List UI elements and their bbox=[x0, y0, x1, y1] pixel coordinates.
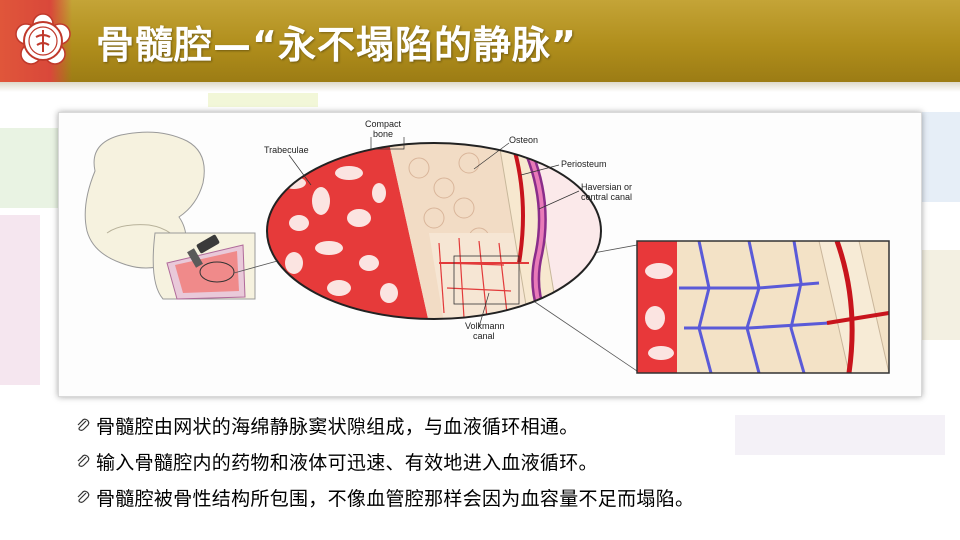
bullet-text: 骨髓腔被骨性结构所包围，不像血管腔那样会因为血容量不足而塌陷。 bbox=[96, 487, 695, 510]
label-haversian-canal: central canal bbox=[581, 192, 632, 202]
bone-anatomy-illustration: Compact bone Trabeculae Osteon Periosteu… bbox=[84, 119, 890, 374]
bullet-list: 骨髓腔由网状的海绵静脉窦状隙组成，与血液循环相通。 输入骨髓腔内的药物和液体可迅… bbox=[70, 407, 950, 515]
paperclip-icon bbox=[70, 414, 96, 436]
label-periosteum: Periosteum bbox=[561, 159, 607, 169]
label-volkmann-canal: canal bbox=[473, 331, 495, 341]
paperclip-icon bbox=[70, 450, 96, 472]
bullet-text: 骨髓腔由网状的海绵静脉窦状隙组成，与血液循环相通。 bbox=[96, 415, 579, 438]
bone-anatomy-figure: Compact bone Trabeculae Osteon Periosteu… bbox=[58, 112, 922, 397]
background-block bbox=[922, 112, 960, 202]
label-compact-bone: Compact bbox=[365, 119, 402, 129]
label-trabeculae: Trabeculae bbox=[264, 145, 309, 155]
header-banner bbox=[0, 0, 960, 82]
bullet-item: 输入骨髓腔内的药物和液体可迅速、有效地进入血液循环。 bbox=[70, 443, 950, 479]
background-block bbox=[735, 415, 945, 455]
background-block bbox=[208, 93, 318, 107]
label-compact-bone: bone bbox=[373, 129, 393, 139]
page-title: 骨髓腔—“永不塌陷的静脉” bbox=[96, 23, 577, 67]
bone-cross-section bbox=[267, 143, 601, 319]
bullet-text: 输入骨髓腔内的药物和液体可迅速、有效地进入血液循环。 bbox=[96, 451, 598, 474]
label-haversian-canal: Haversian or bbox=[581, 182, 632, 192]
knee-bone-drawing bbox=[84, 131, 256, 300]
bullet-item: 骨髓腔由网状的海绵静脉窦状隙组成，与血液循环相通。 bbox=[70, 407, 950, 443]
label-osteon: Osteon bbox=[509, 135, 538, 145]
header-shadow bbox=[0, 82, 960, 92]
background-block bbox=[0, 215, 40, 385]
hospital-logo-icon bbox=[15, 13, 71, 65]
background-block bbox=[0, 128, 60, 208]
pointer-line bbox=[233, 259, 282, 274]
label-volkmann-canal: Volkmann bbox=[465, 321, 505, 331]
background-block bbox=[922, 250, 960, 340]
paperclip-icon bbox=[70, 486, 96, 508]
bullet-item: 骨髓腔被骨性结构所包围，不像血管腔那样会因为血容量不足而塌陷。 bbox=[70, 479, 950, 515]
pointer-line bbox=[528, 297, 638, 372]
canal-detail-inset bbox=[637, 241, 889, 373]
